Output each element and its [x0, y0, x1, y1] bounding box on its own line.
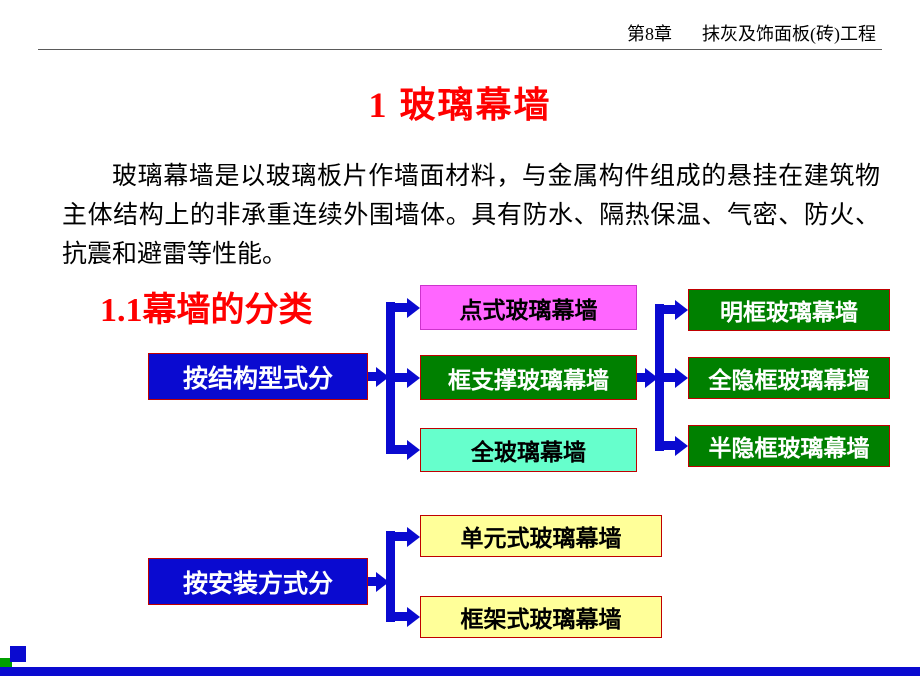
- arrow-frame-supported-to-subtypes: [637, 373, 645, 382]
- arrow-to-stick-built-box: [393, 612, 407, 621]
- section-heading: 1.1幕墙的分类: [100, 292, 313, 329]
- arrow-installation-to-types: [368, 577, 376, 586]
- page-title: 1 玻璃幕墙: [368, 85, 552, 125]
- arrow-to-full-glass-box: [393, 445, 407, 454]
- arrow-structure-to-types: [368, 372, 376, 381]
- stick-built-curtain-wall-box: 框架式玻璃幕墙: [420, 596, 662, 638]
- unitized-curtain-wall-box: 单元式玻璃幕墙: [420, 515, 662, 557]
- semi-hidden-frame-curtain-wall-box: 半隐框玻璃幕墙: [688, 425, 890, 467]
- header: 第8章 抹灰及饰面板(砖)工程: [627, 20, 876, 46]
- structure-category-box: 按结构型式分: [148, 353, 368, 400]
- arrow-to-frame-supported-box: [393, 373, 407, 382]
- arrow-to-unitized-box: [393, 532, 407, 541]
- connector-bar-structure: [386, 302, 395, 454]
- connector-bar-subtypes: [655, 304, 664, 451]
- full-glass-curtain-wall-box: 全玻璃幕墙: [420, 428, 637, 472]
- chapter-label: 第8章: [627, 24, 672, 44]
- corner-square-blue: [10, 646, 26, 662]
- arrow-to-point-box: [393, 303, 407, 312]
- arrow-to-fully-hidden-frame-box: [662, 373, 675, 382]
- bottom-bar: [0, 667, 920, 676]
- intro-paragraph: 玻璃幕墙是以玻璃板片作墙面材料，与金属构件组成的悬挂在建筑物主体结构上的非承重连…: [62, 163, 880, 268]
- header-divider: [38, 49, 882, 50]
- exposed-frame-curtain-wall-box: 明框玻璃幕墙: [688, 289, 890, 331]
- frame-supported-curtain-wall-box: 框支撑玻璃幕墙: [420, 355, 637, 400]
- connector-bar-installation: [386, 531, 395, 622]
- point-supported-curtain-wall-box: 点式玻璃幕墙: [420, 285, 637, 330]
- fully-hidden-frame-curtain-wall-box: 全隐框玻璃幕墙: [688, 357, 890, 399]
- installation-category-box: 按安装方式分: [148, 558, 368, 605]
- arrow-to-exposed-frame-box: [662, 305, 675, 314]
- arrow-to-semi-hidden-frame-box: [662, 441, 675, 450]
- course-title: 抹灰及饰面板(砖)工程: [702, 24, 876, 44]
